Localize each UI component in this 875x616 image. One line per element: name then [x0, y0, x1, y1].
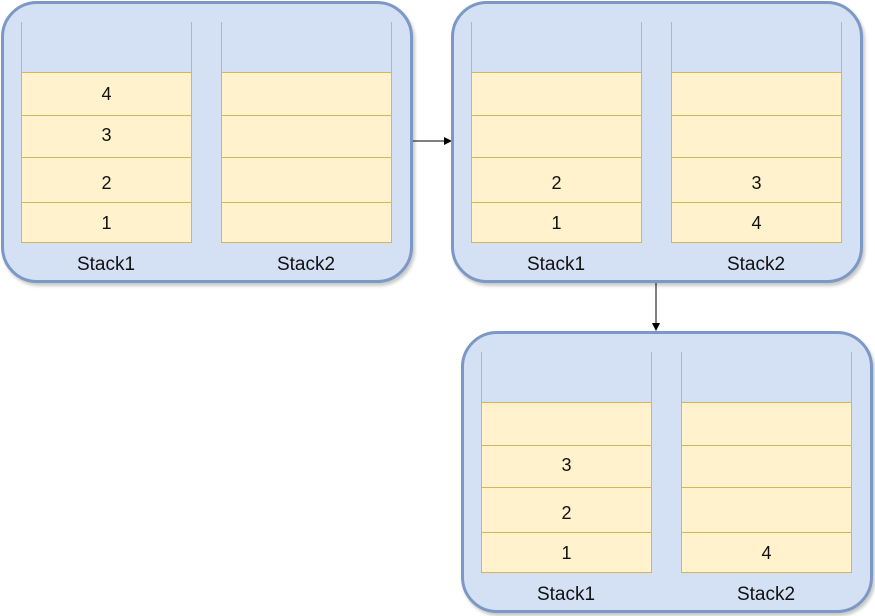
- stack-cell: [222, 72, 391, 115]
- stack2-column: [221, 22, 392, 243]
- stack1-label: Stack1: [76, 254, 136, 275]
- stack-cell: [222, 115, 391, 157]
- stack1-label: Stack1: [536, 584, 596, 605]
- stack-cell: [672, 115, 841, 157]
- stack-cell: 3: [482, 445, 651, 487]
- stack-cell: [682, 445, 851, 487]
- stack2-column: 4: [681, 352, 852, 573]
- stack2-label: Stack2: [726, 254, 786, 275]
- stack-cell: [222, 157, 391, 202]
- stack1-column: 4 3 2 1: [21, 22, 192, 243]
- stack-cell: 1: [482, 532, 651, 573]
- state-panel-3: 3 2 1 4 Stack1 Stack2: [461, 331, 873, 613]
- stack-cell: 2: [22, 157, 191, 202]
- stack-cell: 3: [672, 157, 841, 202]
- stack-cell: 4: [22, 72, 191, 115]
- stack-cell: 1: [472, 202, 641, 243]
- stack1-column: 3 2 1: [481, 352, 652, 573]
- stack-cell: [482, 402, 651, 445]
- state-panel-1: 4 3 2 1 Stack1 Stack2: [1, 1, 413, 283]
- stack-cell: [682, 487, 851, 532]
- stack2-label: Stack2: [276, 254, 336, 275]
- stack-cell: [472, 115, 641, 157]
- stack1-label: Stack1: [526, 254, 586, 275]
- stack1-column: 2 1: [471, 22, 642, 243]
- stack-cell: [472, 72, 641, 115]
- stack2-column: 3 4: [671, 22, 842, 243]
- stack2-label: Stack2: [736, 584, 796, 605]
- stack-cell: [672, 72, 841, 115]
- stack-cell: 4: [682, 532, 851, 573]
- stack-cell: 1: [22, 202, 191, 243]
- stack-cell: 4: [672, 202, 841, 243]
- stack-cell: 2: [482, 487, 651, 532]
- stack-cell: [222, 202, 391, 243]
- stack-cell: 3: [22, 115, 191, 157]
- state-panel-2: 2 1 3 4 Stack1 Stack2: [451, 1, 863, 283]
- stack-cell: 2: [472, 157, 641, 202]
- stack-cell: [682, 402, 851, 445]
